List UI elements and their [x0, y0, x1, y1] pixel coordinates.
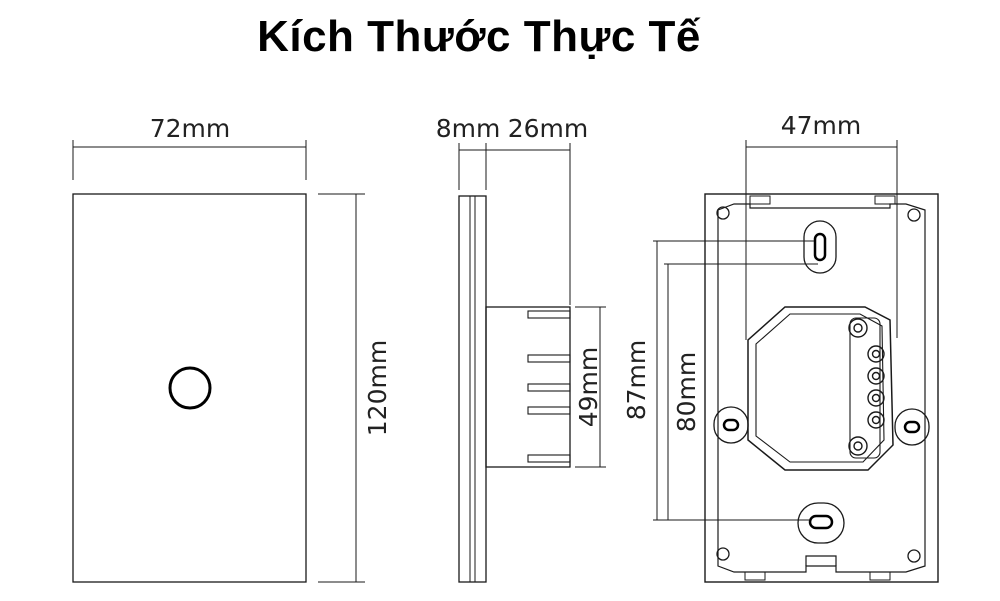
box-depth-label: 26mm: [508, 114, 589, 143]
inner-hole-spacing-label: 80mm: [672, 352, 701, 433]
side-mount-ears: [713, 406, 930, 446]
panel-thickness-label: 8mm: [436, 114, 501, 143]
front-panel: [72, 193, 307, 583]
corner-holes: [716, 206, 921, 563]
central-module: [747, 306, 894, 471]
back-frame-inner: [717, 203, 926, 573]
front-view: 72mm 120mm: [72, 114, 392, 583]
touch-button: [168, 366, 212, 410]
front-width-label: 72mm: [150, 114, 231, 143]
bottom-mount-slot: [797, 502, 845, 544]
inner-hole-spacing-dimension: 80mm: [664, 263, 818, 521]
box-height-label: 49mm: [574, 347, 603, 428]
front-height-dimension: 120mm: [318, 193, 392, 583]
back-view: 47mm 87mm 80mm: [622, 111, 939, 583]
mount-width-dimension: 47mm: [745, 111, 898, 340]
page-title: Kích Thước Thực Tế: [257, 12, 701, 61]
side-depth-dimension: 8mm 26mm: [436, 114, 589, 305]
top-mount-slot: [803, 220, 837, 274]
side-box-height-dimension: 49mm: [574, 306, 606, 468]
back-frame-outer: [704, 193, 939, 583]
front-height-label: 120mm: [363, 340, 392, 436]
side-view: 8mm 26mm 49mm: [436, 114, 606, 583]
side-ribs: [527, 310, 571, 463]
outer-hole-spacing-dimension: 87mm: [622, 240, 814, 521]
front-width-dimension: 72mm: [72, 114, 307, 180]
module-terminals: [848, 318, 885, 456]
outer-hole-spacing-label: 87mm: [622, 340, 651, 421]
mount-width-label: 47mm: [781, 111, 862, 140]
side-panel: [458, 195, 487, 583]
